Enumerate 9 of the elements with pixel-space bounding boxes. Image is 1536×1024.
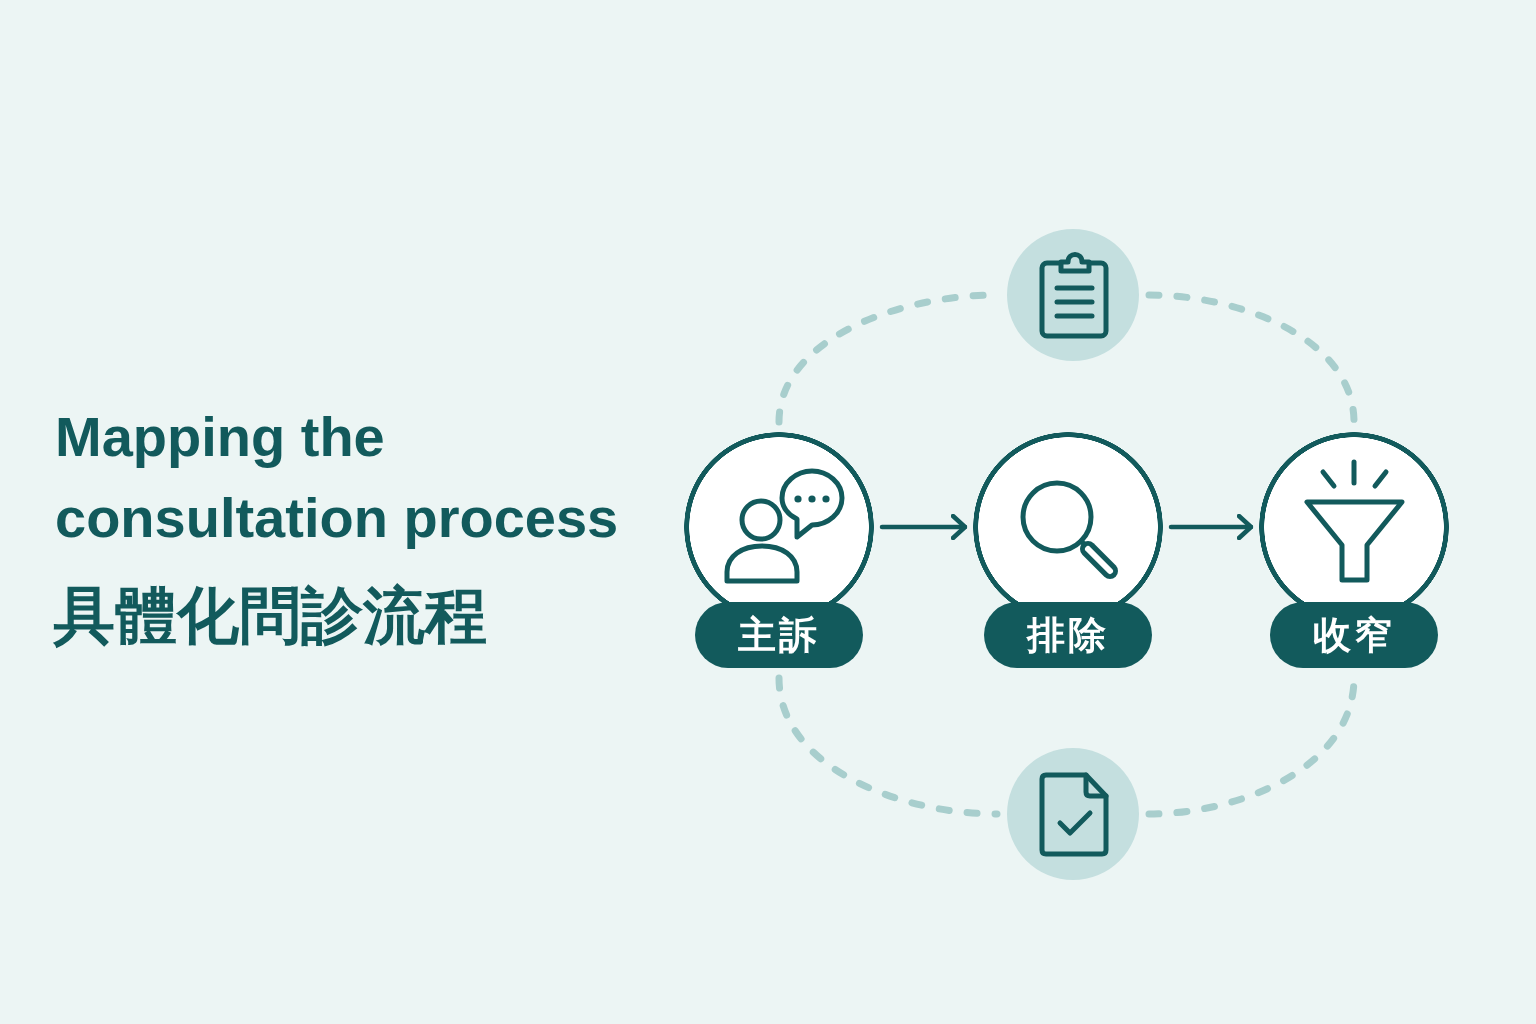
step-label: 收窄 bbox=[1270, 602, 1438, 668]
step-label: 主訴 bbox=[695, 602, 863, 668]
title: Mapping the consultation process bbox=[55, 404, 620, 551]
arrow bbox=[879, 513, 968, 541]
dashed-line bbox=[775, 674, 1001, 818]
step-label: 排除 bbox=[984, 602, 1152, 668]
subtitle: 具體化問診流程 bbox=[53, 580, 487, 652]
arrow bbox=[1168, 513, 1254, 541]
dashed-line bbox=[1145, 291, 1358, 426]
